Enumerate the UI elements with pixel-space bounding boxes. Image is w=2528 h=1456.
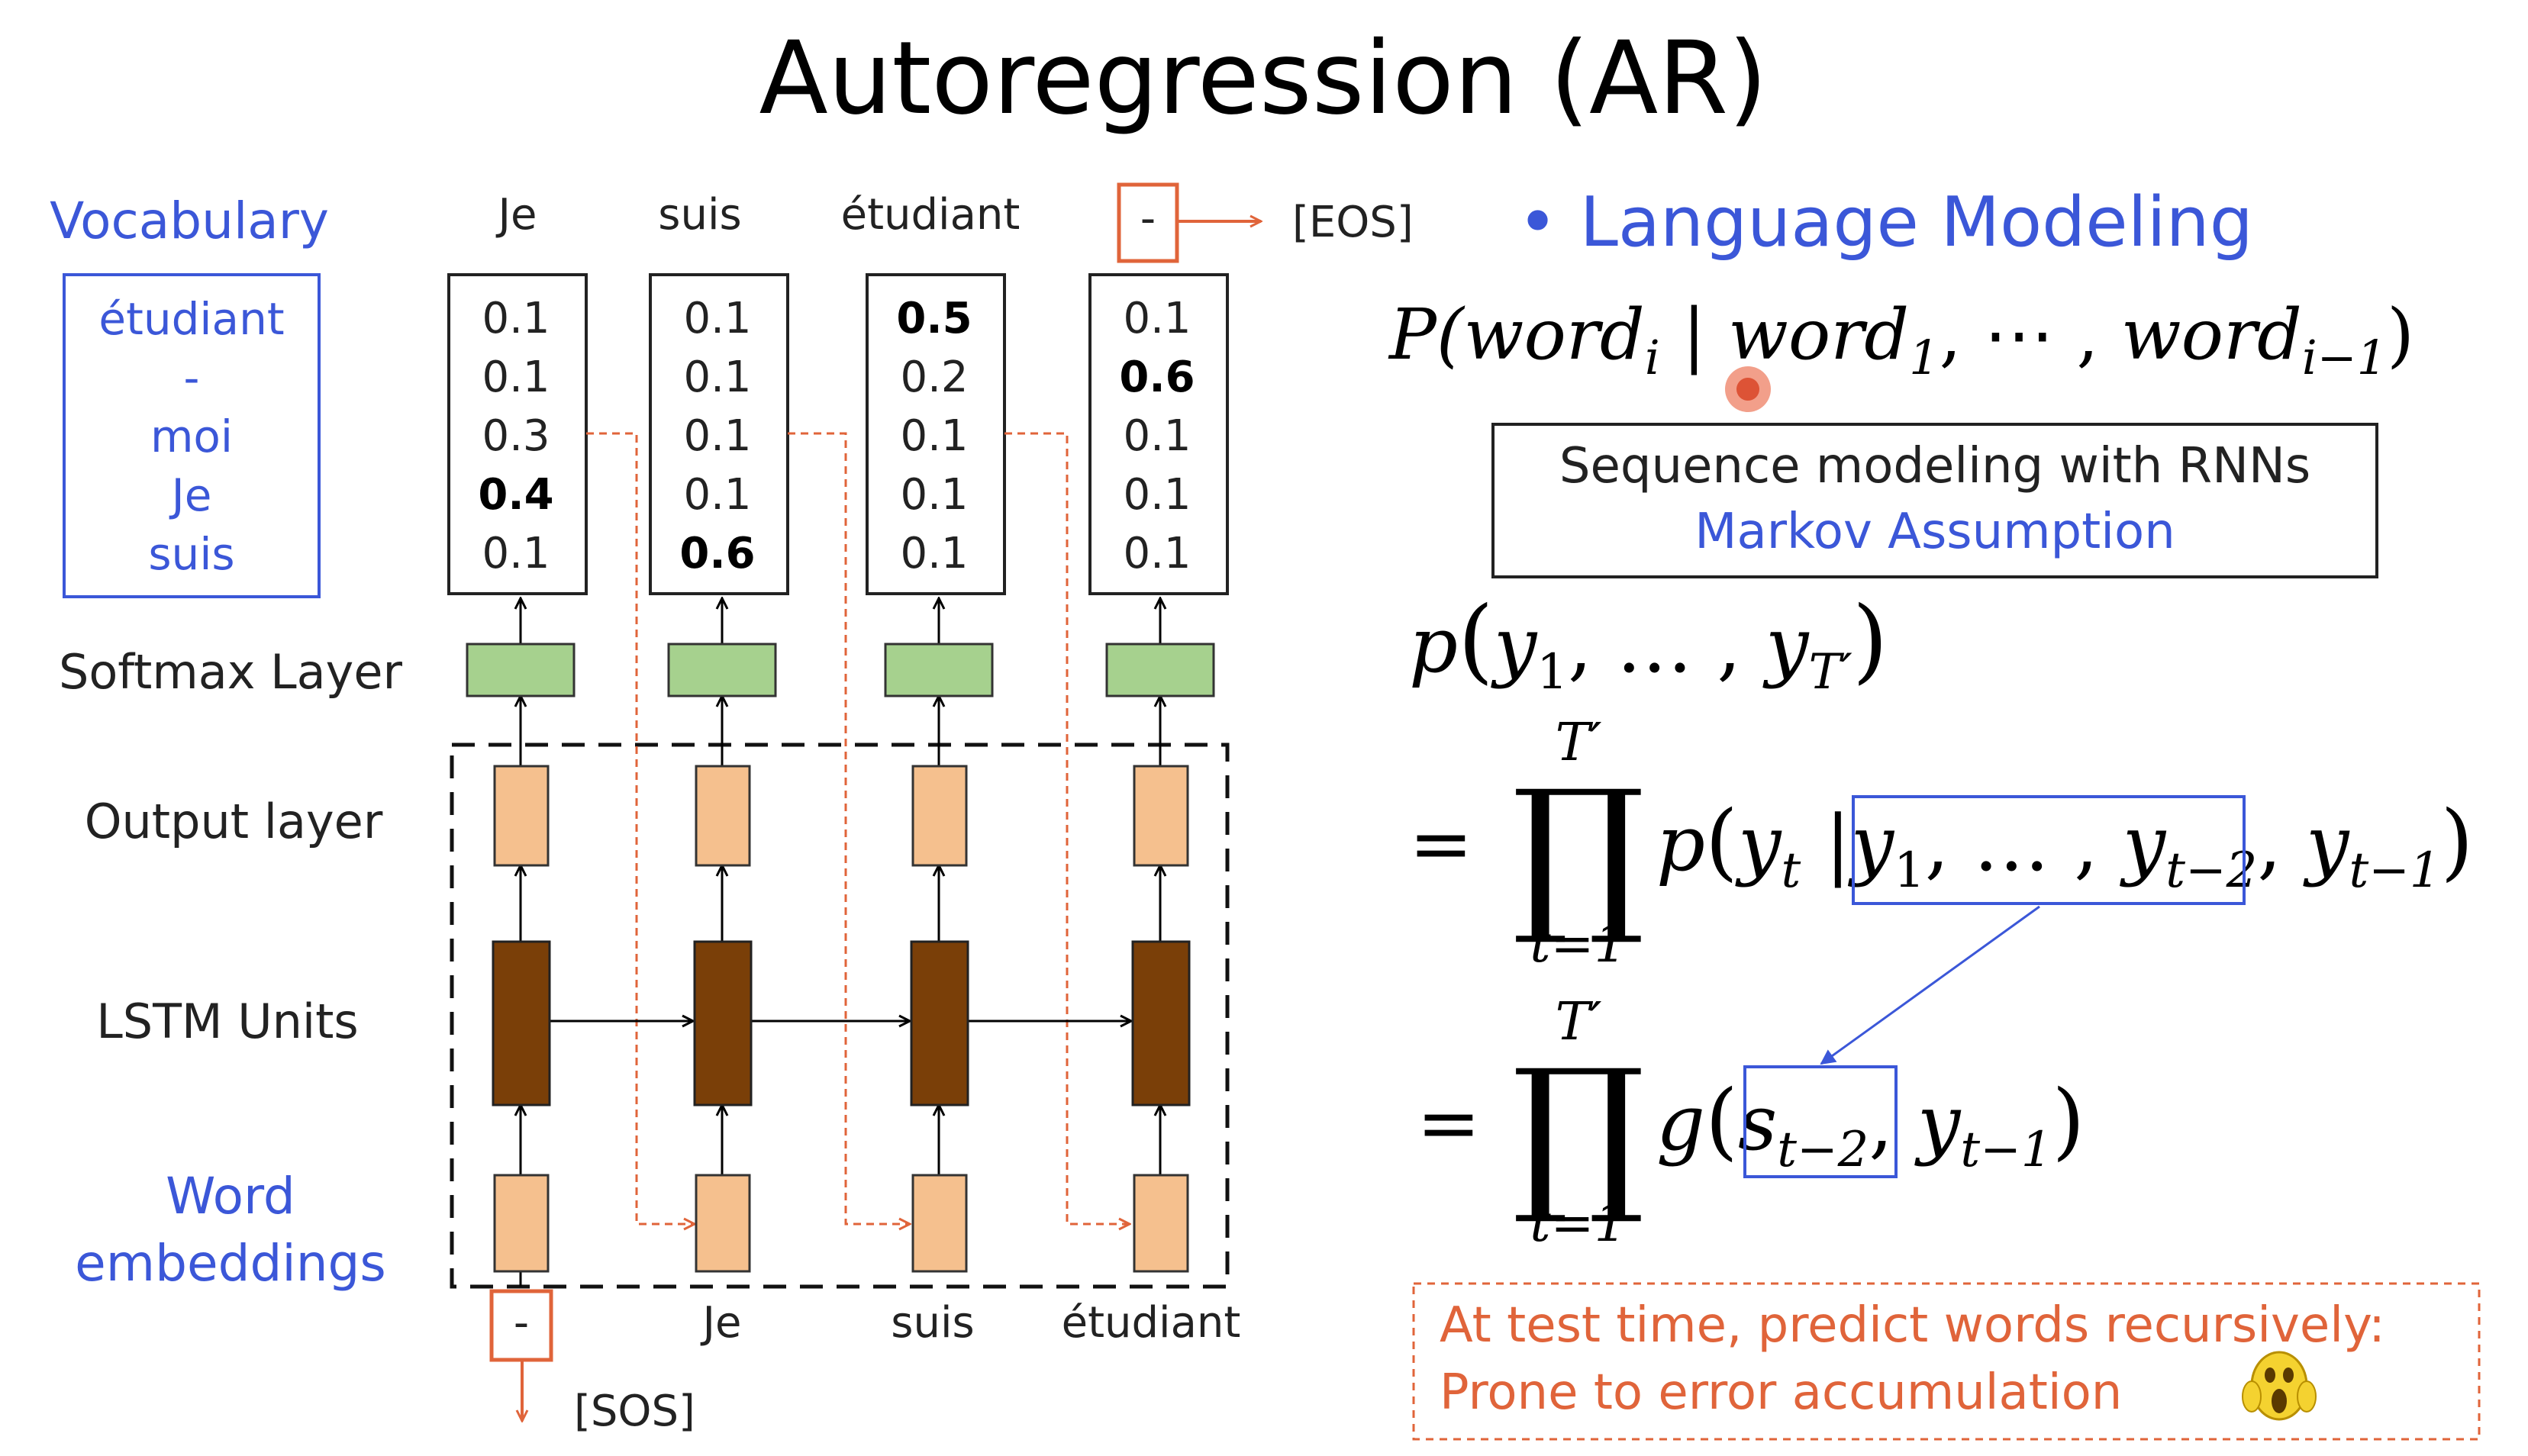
vocab-word: - [184,352,200,404]
output-word: Je [496,190,537,240]
rnn-dashed-frame [450,742,1230,1289]
prob-value: 0.1 [900,529,968,578]
prob-value: 0.6 [1119,353,1195,402]
softmax-node [667,643,777,697]
word-embeddings-label-line2: embeddings [75,1234,386,1293]
prob-column-box [649,273,789,595]
prob-value: 0.3 [482,411,550,461]
embedding-node [695,1174,751,1273]
product-lower-limit: t=1 [1530,914,1627,974]
formula-joint-probability: p(y1, … , yT′) [1409,588,1888,701]
scream-face-icon [2242,1351,2317,1421]
output-word: suis [658,190,741,240]
formula-conditional-probability: P(wordi | word1, ⋯ , wordi−1) [1388,294,2414,385]
softmax-node [884,643,994,697]
language-modeling-bullet: • Language Modeling [1517,182,2253,263]
prob-value: 0.1 [1123,529,1191,578]
embedding-node [911,1174,968,1273]
lstm-node [910,940,969,1106]
softmax-node [466,643,576,697]
feedback-arrow [788,432,910,1224]
lstm-node [693,940,753,1106]
output-node [695,765,751,867]
softmax-node [1105,643,1215,697]
input-word: Je [701,1298,742,1348]
output-word: étudiant [841,190,1021,240]
prob-value: 0.6 [679,529,755,578]
embedding-node [1133,1174,1189,1273]
markov-assumption-text: Markov Assumption [1694,504,2175,560]
slide-title: Autoregression (AR) [759,20,1767,137]
product-symbol: ∏ [1511,1033,1645,1229]
prob-value: 0.1 [683,294,751,343]
eos-label: [EOS] [1292,198,1414,247]
test-time-note-line1: At test time, predict words recursively: [1440,1297,2385,1354]
softmax-layer-label: Softmax Layer [59,644,402,700]
vocab-word: Je [169,469,212,521]
pointer-highlight-core [1736,378,1759,401]
prob-value: 0.1 [683,353,751,402]
vocab-word: moi [150,411,233,462]
lstm-node [492,940,551,1106]
prob-value: 0.1 [482,529,550,578]
product-symbol: ∏ [1511,754,1645,949]
sequence-modeling-box [1491,423,2378,578]
lstm-units-label: LSTM Units [96,994,358,1049]
vocabulary-label: Vocabulary [50,192,329,250]
sequence-modeling-text: Sequence modeling with RNNs [1559,438,2310,494]
prob-value: 0.1 [482,353,550,402]
vocabulary-box [63,273,321,598]
vocab-word: étudiant [98,293,284,345]
prob-column-box [1088,273,1229,595]
output-layer-label: Output layer [85,794,383,849]
input-word: suis [891,1298,974,1348]
product-lower-limit: t=1 [1530,1193,1627,1254]
prob-column-box [866,273,1006,595]
test-time-note-box [1412,1282,2481,1441]
vertical-arrows [521,598,1160,1287]
prob-column-box [447,273,588,595]
equals-sign: = [1409,799,1473,888]
prob-value: 0.4 [478,470,553,520]
test-time-note-line2: Prone to error accumulation [1440,1364,2122,1421]
product-upper-limit: T′ [1556,713,1602,773]
input-word: - [514,1298,529,1348]
equals-sign: = [1417,1078,1481,1168]
output-node [1133,765,1189,867]
lstm-node [1131,940,1191,1106]
prob-value: 0.1 [683,470,751,520]
embedding-node [493,1174,550,1273]
prob-value: 0.1 [900,411,968,461]
formula-factorization: p(yt |y1, … , yt−2, yt−1) [1656,792,2473,899]
prob-value: 0.1 [1123,411,1191,461]
prob-value: 0.1 [900,470,968,520]
prob-value: 0.1 [1123,470,1191,520]
prob-value: 0.1 [683,411,751,461]
state-highlight-box [1743,1065,1898,1178]
output-node [493,765,550,867]
prob-value: 0.1 [482,294,550,343]
output-word: - [1140,194,1156,243]
vocab-word: suis [148,528,234,580]
sos-label: [SOS] [574,1387,695,1436]
prob-value: 0.5 [896,294,972,343]
word-embeddings-label-line1: Word [166,1167,295,1226]
input-word: étudiant [1062,1298,1241,1348]
feedback-arrow [586,432,695,1224]
markov-arrow [1820,905,2040,1065]
prob-value: 0.2 [900,353,968,402]
prob-value: 0.1 [1123,294,1191,343]
feedback-arrow [1004,432,1130,1224]
history-highlight-box [1852,795,2246,905]
formula-markov-approx: g(st−2, yt−1) [1656,1071,2085,1178]
output-node [911,765,968,867]
product-upper-limit: T′ [1556,992,1602,1052]
